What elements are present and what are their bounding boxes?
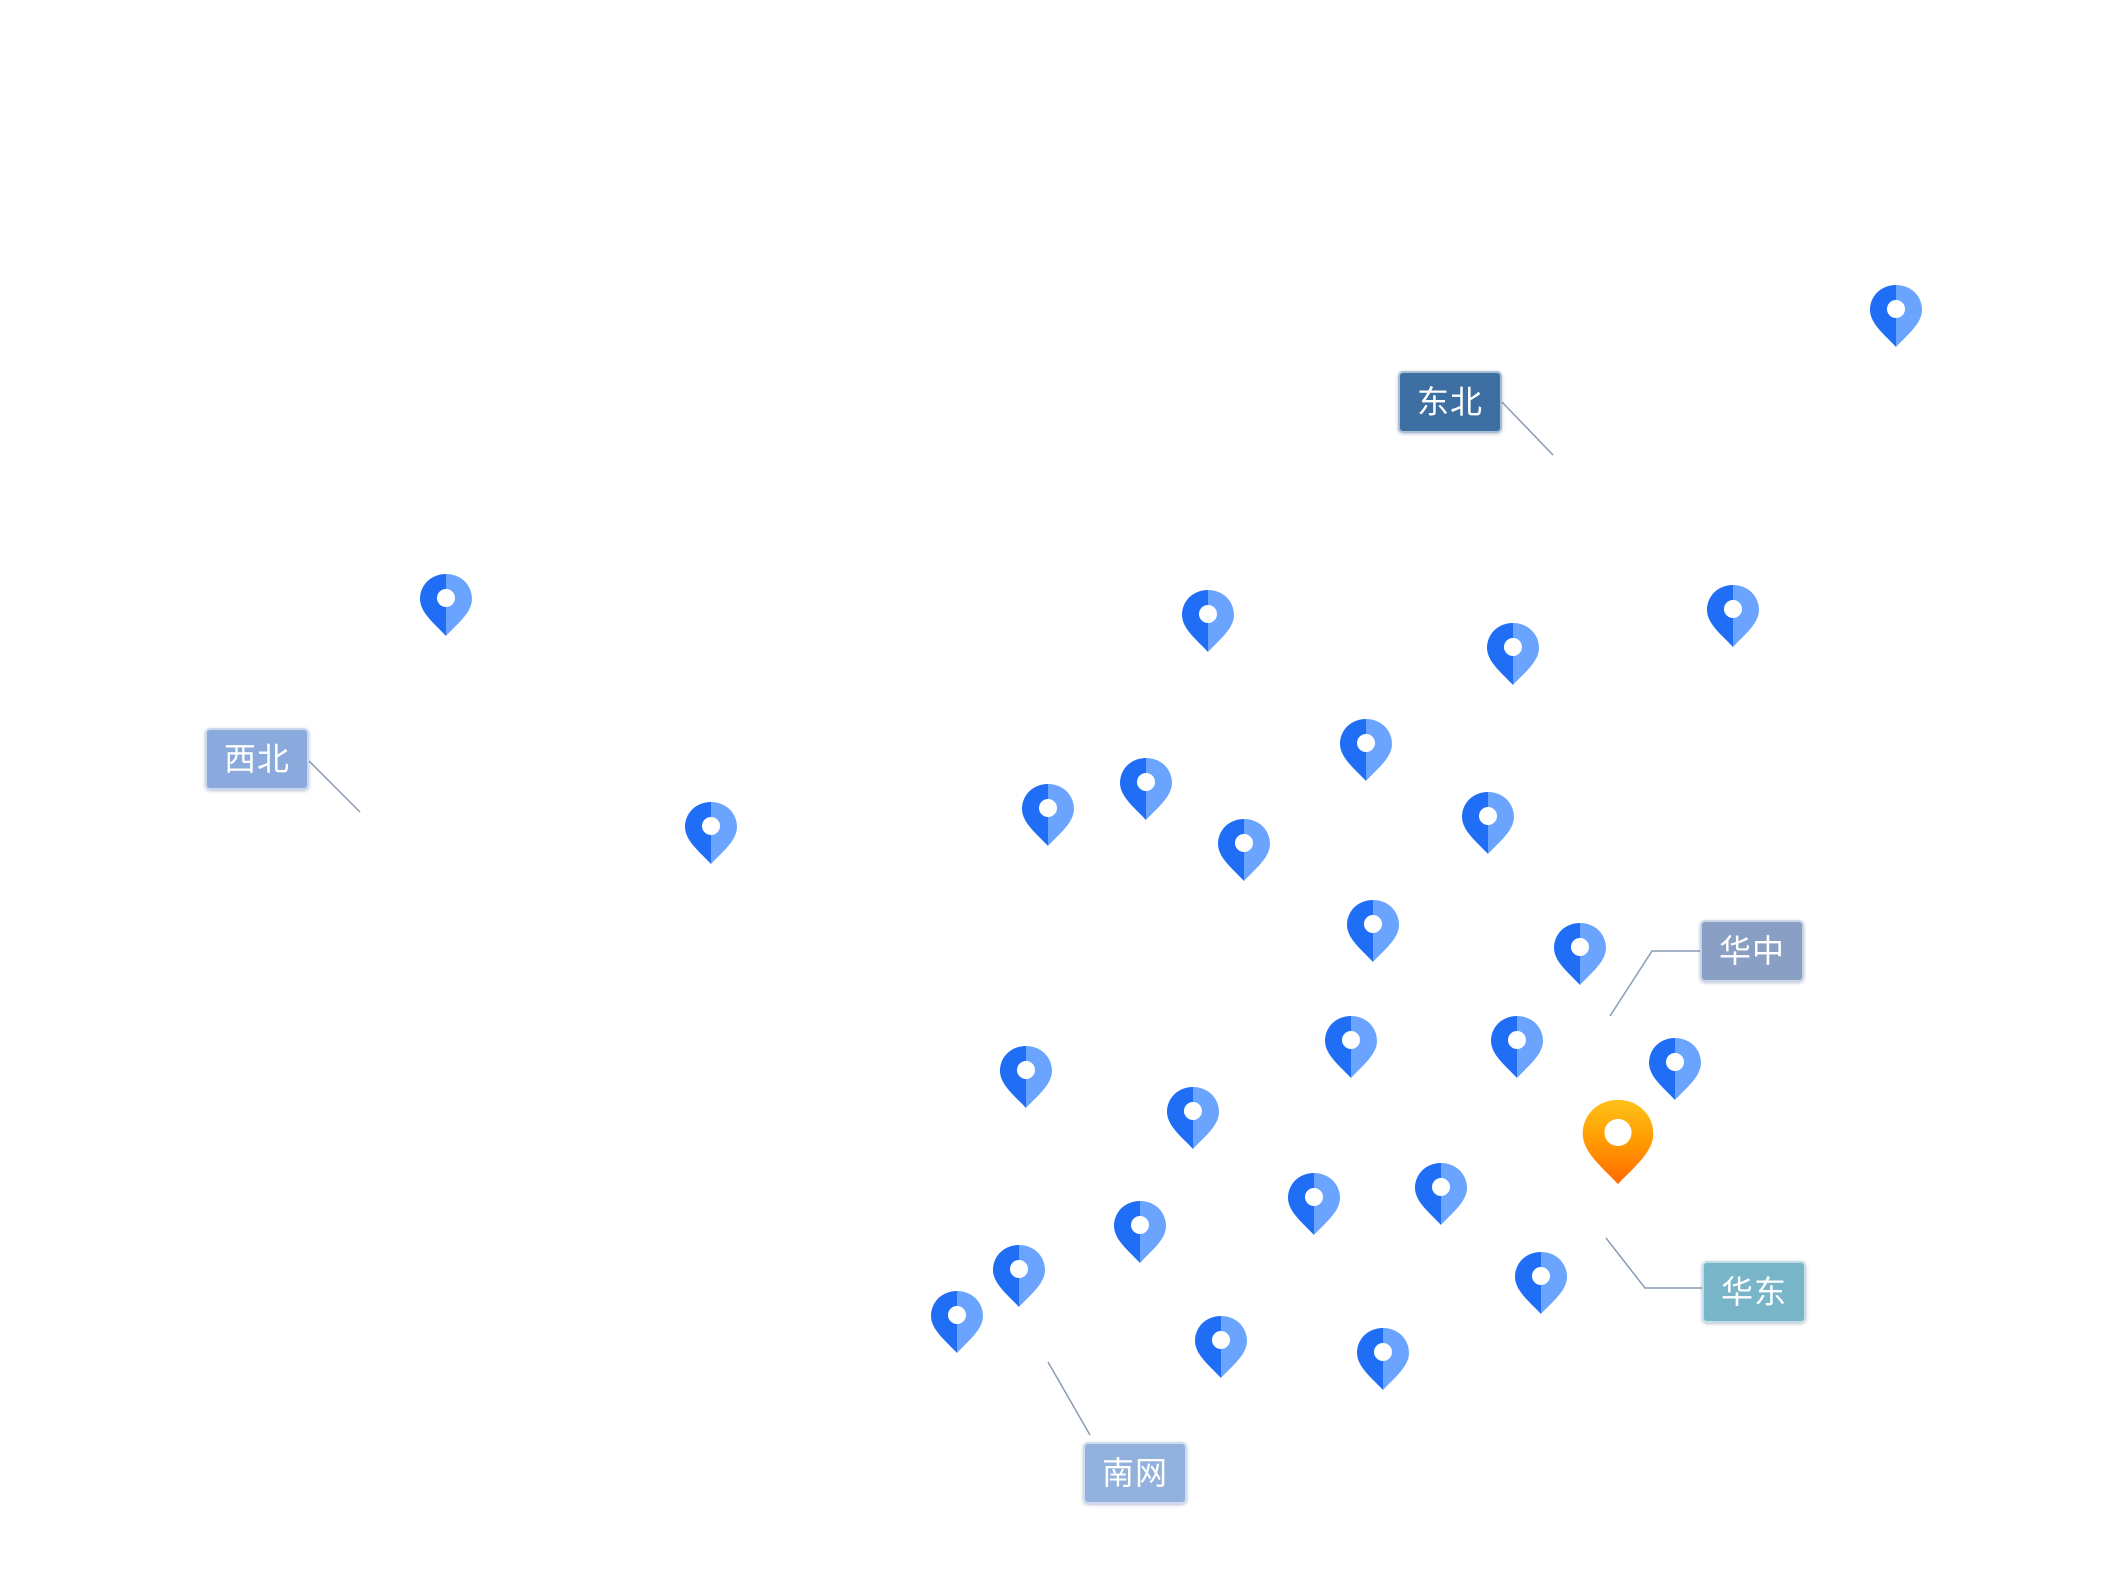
region-label-huazhong[interactable]: 华中: [1700, 920, 1804, 982]
map-pin-icon[interactable]: [1112, 1199, 1168, 1265]
map-pin-icon[interactable]: [1647, 1036, 1703, 1102]
map-pin-icon[interactable]: [1338, 717, 1394, 783]
map-pin-icon[interactable]: [1485, 621, 1541, 687]
map-pin-icon[interactable]: [1552, 921, 1608, 987]
leader-line-huazhong: [1609, 950, 1700, 1017]
region-label-nanwang[interactable]: 南网: [1083, 1442, 1187, 1504]
map-pin-icon[interactable]: [1118, 756, 1174, 822]
map-pin-icon[interactable]: [1460, 790, 1516, 856]
map-pin-icon[interactable]: [998, 1044, 1054, 1110]
map-pin-icon[interactable]: [1345, 898, 1401, 964]
map-pin-icon[interactable]: [1705, 583, 1761, 649]
region-label-dongbei[interactable]: 东北: [1398, 371, 1502, 433]
region-label-huadong[interactable]: 华东: [1702, 1261, 1806, 1323]
map-pin-icon[interactable]: [1193, 1314, 1249, 1380]
leader-line-xibei: [308, 760, 361, 813]
map-pin-icon[interactable]: [1165, 1085, 1221, 1151]
map-pin-icon[interactable]: [1489, 1014, 1545, 1080]
map-pin-icon[interactable]: [1180, 588, 1236, 654]
map-pin-icon[interactable]: [1868, 283, 1924, 349]
region-label-xibei[interactable]: 西北: [205, 728, 309, 790]
map-pin-icon[interactable]: [1355, 1326, 1411, 1392]
map-pin-icon[interactable]: [1413, 1161, 1469, 1227]
map-pin-icon[interactable]: [418, 572, 474, 638]
leader-line-dongbei: [1501, 401, 1554, 456]
map-pin-icon[interactable]: [683, 800, 739, 866]
map-pin-icon[interactable]: [1323, 1014, 1379, 1080]
map-pin-icon[interactable]: [1513, 1250, 1569, 1316]
leader-line-huadong: [1605, 1237, 1702, 1289]
selected-map-pin-icon[interactable]: [1580, 1097, 1656, 1187]
map-pin-icon[interactable]: [1286, 1171, 1342, 1237]
map-pin-icon[interactable]: [929, 1289, 985, 1355]
map-pin-icon[interactable]: [1216, 817, 1272, 883]
leader-line-nanwang: [1047, 1361, 1091, 1436]
map-pin-icon[interactable]: [991, 1243, 1047, 1309]
map-pin-icon[interactable]: [1020, 782, 1076, 848]
